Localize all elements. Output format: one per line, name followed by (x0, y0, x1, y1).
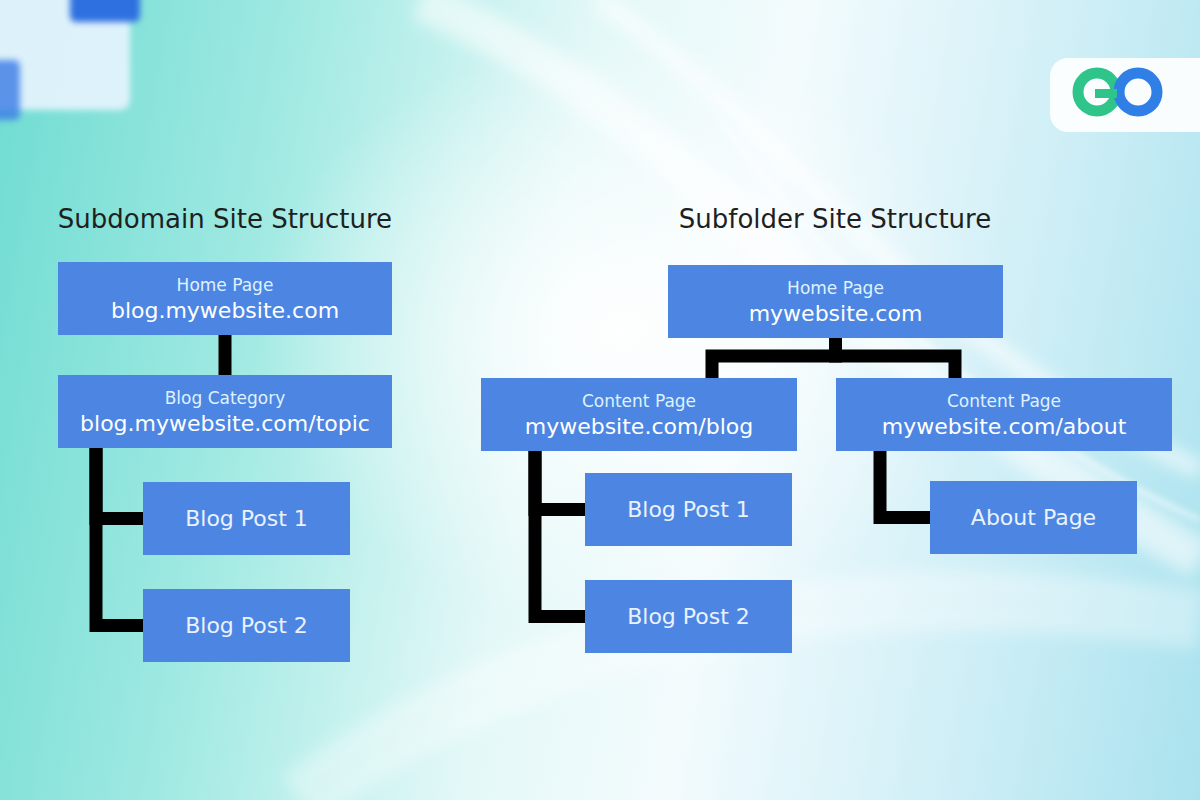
tree-connector (712, 338, 836, 378)
box-text: mywebsite.com (749, 300, 923, 328)
logo-mark (1095, 89, 1117, 98)
logo-mark (1119, 73, 1157, 111)
box-text: blog.mywebsite.com/topic (80, 410, 370, 438)
page-box: Content Pagemywebsite.com/blog (481, 378, 797, 451)
box-heading: Content Page (947, 389, 1061, 413)
page-box: About Page (930, 481, 1137, 554)
box-text: Blog Post 1 (185, 505, 308, 533)
blurred-object (0, 60, 20, 120)
box-heading: Home Page (787, 276, 884, 300)
section-heading: Subfolder Site Structure (650, 204, 1020, 234)
box-heading: Content Page (582, 389, 696, 413)
box-text: mywebsite.com/blog (525, 413, 754, 441)
section-heading: Subdomain Site Structure (40, 204, 410, 234)
box-text: Blog Post 1 (627, 496, 750, 524)
box-text: mywebsite.com/about (882, 413, 1127, 441)
page-box: Content Pagemywebsite.com/about (836, 378, 1172, 451)
page-box: Blog Post 1 (143, 482, 350, 555)
tree-connector (535, 451, 585, 510)
page-box: Blog Post 1 (585, 473, 792, 546)
tree-connector (836, 338, 956, 378)
blurred-object (70, 0, 140, 22)
box-text: blog.mywebsite.com (111, 297, 339, 325)
page-box: Home Pagemywebsite.com (668, 265, 1003, 338)
logo-mark (1078, 73, 1116, 111)
tree-connector (219, 335, 232, 375)
tree-connector (535, 451, 585, 617)
tree-connector (96, 448, 143, 626)
box-heading: Blog Category (165, 386, 286, 410)
box-text: Blog Post 2 (185, 612, 308, 640)
page-box: Blog Post 2 (143, 589, 350, 662)
page-box: Blog Post 2 (585, 580, 792, 653)
box-text: Blog Post 2 (627, 603, 750, 631)
box-heading: Home Page (177, 273, 274, 297)
page-box: Home Pageblog.mywebsite.com (58, 262, 392, 335)
tree-connector (880, 451, 930, 518)
logo-badge (1050, 58, 1200, 132)
box-text: About Page (971, 504, 1096, 532)
tree-connector (96, 448, 143, 519)
page-box: Blog Categoryblog.mywebsite.com/topic (58, 375, 392, 448)
